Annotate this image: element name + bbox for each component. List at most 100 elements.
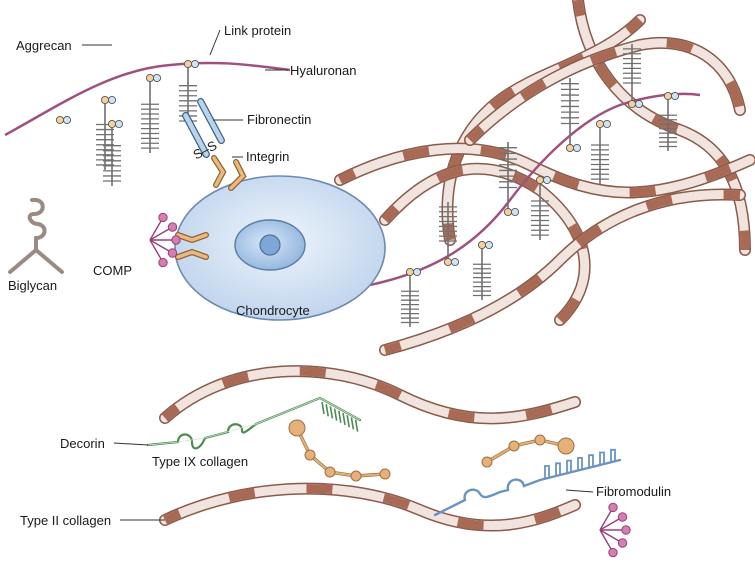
- link-protein: [627, 99, 637, 109]
- collagen-fibril-band: [162, 366, 577, 423]
- collagen-fibril-band: [442, 16, 644, 241]
- aggrecan: [623, 44, 644, 109]
- label-type-ii-collagen: Type II collagen: [20, 513, 111, 528]
- link-protein: [535, 175, 545, 185]
- decorin-core-highlight: [147, 397, 361, 446]
- aggrecan-g1-domain: [107, 95, 117, 105]
- aggrecan: [473, 240, 494, 300]
- type-ix-domain: [350, 470, 362, 482]
- comp-head: [158, 257, 168, 268]
- label-integrin: Integrin: [246, 149, 289, 164]
- link-protein: [595, 119, 605, 129]
- link-protein: [503, 207, 513, 217]
- fibromodulin-repeat: [555, 462, 561, 476]
- aggrecan-g1-domain: [412, 267, 422, 277]
- aggrecan: [531, 175, 552, 240]
- type-ix-domain: [324, 466, 336, 478]
- aggrecan-g1-domain: [602, 119, 612, 129]
- link-protein: [55, 115, 65, 125]
- comp-head: [608, 502, 618, 513]
- collagen-fibril: [160, 484, 580, 531]
- aggrecan-g1-domain: [62, 115, 72, 125]
- decorin-repeat: [350, 417, 355, 430]
- fibromodulin-repeat: [610, 448, 616, 462]
- fibromodulin-repeat: [566, 459, 572, 473]
- label-link-protein: Link protein: [224, 23, 291, 38]
- collagen-fibril-band: [383, 189, 741, 355]
- aggrecan-g1-domain: [484, 240, 494, 250]
- decorin-repeat: [342, 412, 346, 426]
- link-protein: [565, 143, 575, 153]
- comp-head: [617, 512, 628, 522]
- label-aggrecan: Aggrecan: [16, 38, 72, 53]
- type-ix-collagen: [288, 419, 575, 482]
- comp-molecule: [149, 212, 181, 268]
- type-ix-domain: [534, 434, 546, 446]
- type-ix-domain: [557, 437, 575, 455]
- integrin-upper-fill: [212, 156, 246, 190]
- fibromodulin-repeat: [599, 451, 605, 465]
- label-fibronectin: Fibronectin: [247, 112, 311, 127]
- aggrecan-g1-domain: [190, 59, 200, 69]
- label-comp: COMP: [93, 263, 132, 278]
- decorin-repeat: [333, 408, 338, 421]
- type-ix-domain: [304, 449, 316, 461]
- comp-head: [617, 538, 628, 548]
- fibromodulin-repeats: [544, 448, 616, 478]
- label-biglycan: Biglycan: [8, 278, 57, 293]
- network-aggrecan-group: [401, 44, 680, 327]
- comp-head: [171, 235, 181, 245]
- aggrecan: [561, 78, 582, 153]
- aggrecan-g1-domain: [572, 143, 582, 153]
- type-ix-domain: [288, 419, 306, 437]
- link-protein: [107, 119, 117, 129]
- comp-head: [608, 547, 618, 558]
- collagen-fibril: [465, 38, 745, 145]
- type-ix-chain: [486, 438, 567, 463]
- decorin-repeat: [338, 410, 342, 423]
- decorin-repeat: [354, 419, 359, 432]
- link-protein: [663, 91, 673, 101]
- collagen-fibril: [335, 144, 755, 197]
- comp-head: [167, 222, 178, 232]
- type-ix-collagen-molecule: [481, 434, 575, 468]
- link-protein: [183, 59, 193, 69]
- link-protein: [477, 240, 487, 250]
- fibromodulin-repeat: [577, 457, 583, 470]
- collagen-fibril-band: [163, 484, 577, 531]
- label-decorin: Decorin: [60, 436, 105, 451]
- aggrecan: [179, 59, 200, 126]
- aggrecan: [499, 142, 520, 217]
- decorin-repeat: [325, 404, 329, 417]
- decorin-repeat: [346, 415, 350, 428]
- type-ix-collagen-molecule: [288, 419, 391, 482]
- type-ix-domain: [481, 456, 493, 468]
- type-ix-domain: [508, 440, 520, 452]
- comp-head: [621, 525, 631, 535]
- label-chondrocyte: Chondrocyte: [236, 303, 310, 318]
- aggrecan-g1-domain: [634, 99, 644, 109]
- comp-head: [167, 248, 178, 258]
- aggrecan: [141, 73, 162, 153]
- aggrecan-g1-domain: [114, 119, 124, 129]
- hyaluronan-strand: [4, 61, 291, 137]
- aggrecan: [96, 95, 117, 170]
- leader-lines: [82, 29, 594, 521]
- link-protein: [443, 257, 453, 267]
- aggrecan-g1-domain: [152, 73, 162, 83]
- aggrecan: [401, 267, 422, 327]
- comp-head: [158, 212, 168, 223]
- link-protein: [100, 95, 110, 105]
- aggrecan-g1-domain: [542, 175, 552, 185]
- type-ii-collagen-network: [334, 0, 755, 356]
- aggrecan: [439, 202, 460, 267]
- decorin-repeat: [321, 401, 325, 415]
- lower-collagen-fibrils: [159, 365, 581, 532]
- link-protein: [405, 267, 415, 277]
- aggrecan: [591, 119, 612, 184]
- hyaluronan-network-strand: [369, 92, 701, 287]
- fibromodulin-repeat: [588, 454, 594, 468]
- aggrecan-molecules: [55, 59, 200, 186]
